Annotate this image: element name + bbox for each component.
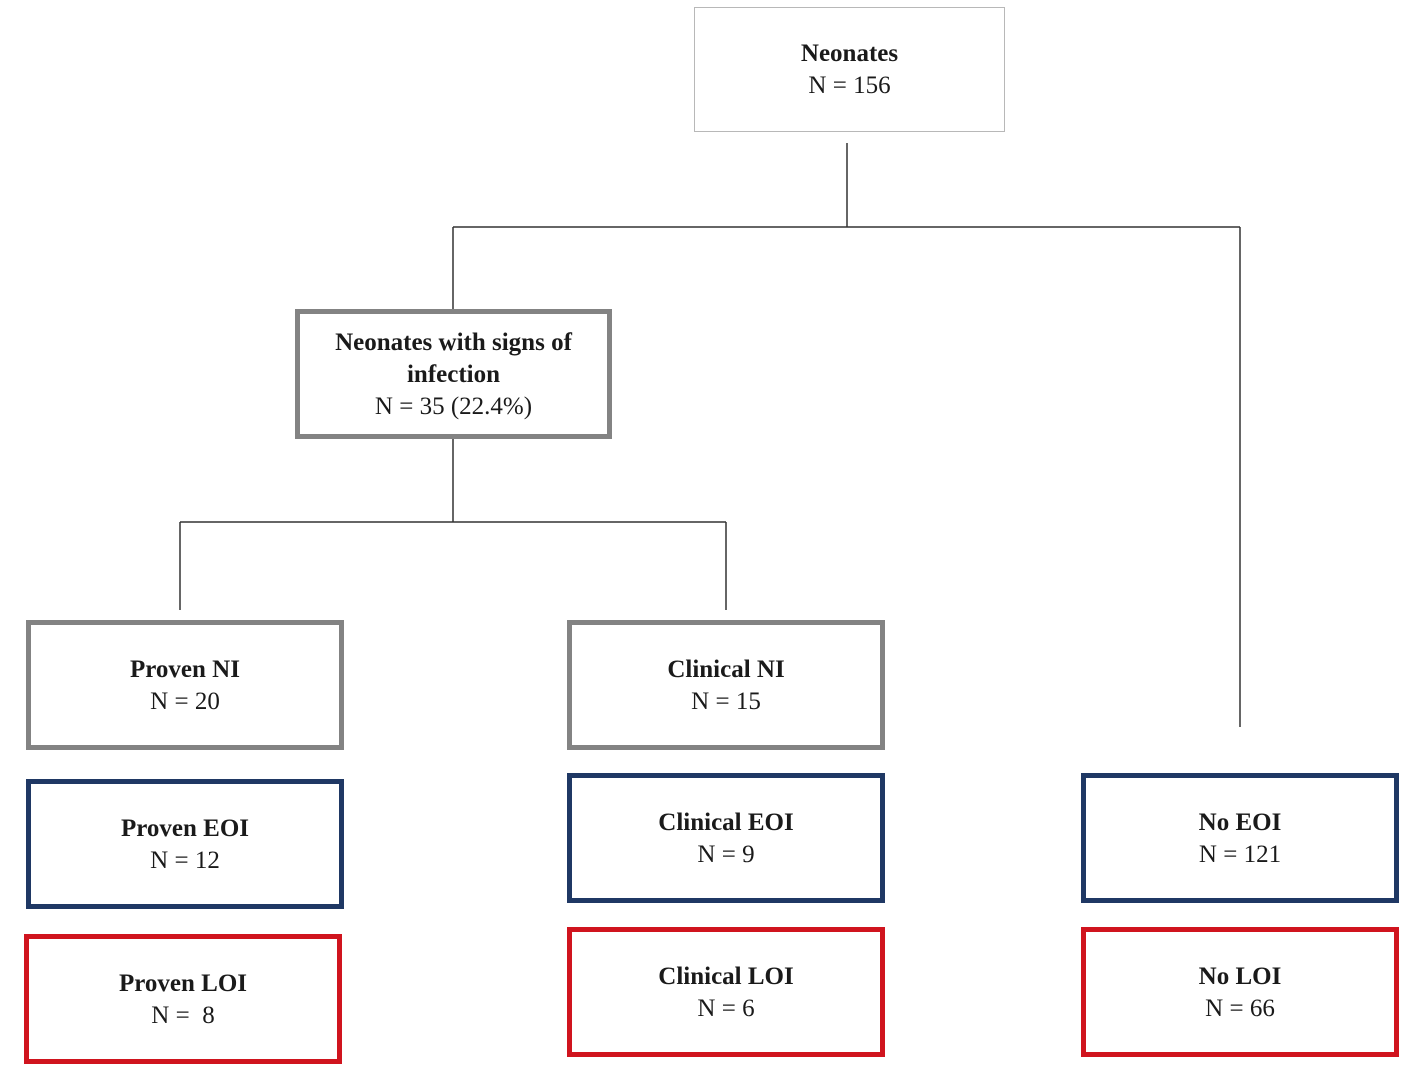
node-title: Proven NI	[130, 655, 240, 683]
node-count: N = 121	[1198, 840, 1282, 868]
node-count: N = 156	[808, 72, 891, 99]
node-proven-eoi: Proven EOI N = 12	[26, 779, 344, 909]
node-count: N = 20	[150, 687, 220, 715]
node-title: Clinical EOI	[658, 808, 794, 836]
node-count: N = 35 (22.4%)	[374, 392, 533, 420]
node-neonates: Neonates N = 156	[694, 7, 1005, 132]
node-count: N = 12	[150, 846, 220, 874]
node-clinical-loi: Clinical LOI N = 6	[567, 927, 885, 1057]
node-signs-of-infection: Neonates with signs of infection N = 35 …	[295, 309, 612, 439]
node-title: No EOI	[1198, 808, 1282, 836]
node-no-loi: No LOI N = 66	[1081, 927, 1399, 1057]
node-count: N = 66	[1205, 994, 1275, 1022]
node-title: Proven LOI	[118, 969, 247, 997]
node-title: Proven EOI	[120, 814, 249, 842]
node-no-eoi: No EOI N = 121	[1081, 773, 1399, 903]
node-clinical-eoi: Clinical EOI N = 9	[567, 773, 885, 903]
node-title: Neonates	[800, 40, 899, 67]
node-title: Clinical NI	[667, 655, 785, 683]
node-count: N = 15	[691, 687, 761, 715]
node-title: Clinical LOI	[658, 962, 794, 990]
node-proven-loi: Proven LOI N = 8	[24, 934, 342, 1064]
node-count: N = 9	[697, 840, 755, 868]
node-proven-ni: Proven NI N = 20	[26, 620, 344, 750]
node-title: Neonates with signs of infection	[335, 328, 572, 388]
node-count: N = 8	[151, 1001, 215, 1029]
node-count: N = 6	[697, 994, 755, 1022]
node-clinical-ni: Clinical NI N = 15	[567, 620, 885, 750]
node-title: No LOI	[1198, 962, 1282, 990]
